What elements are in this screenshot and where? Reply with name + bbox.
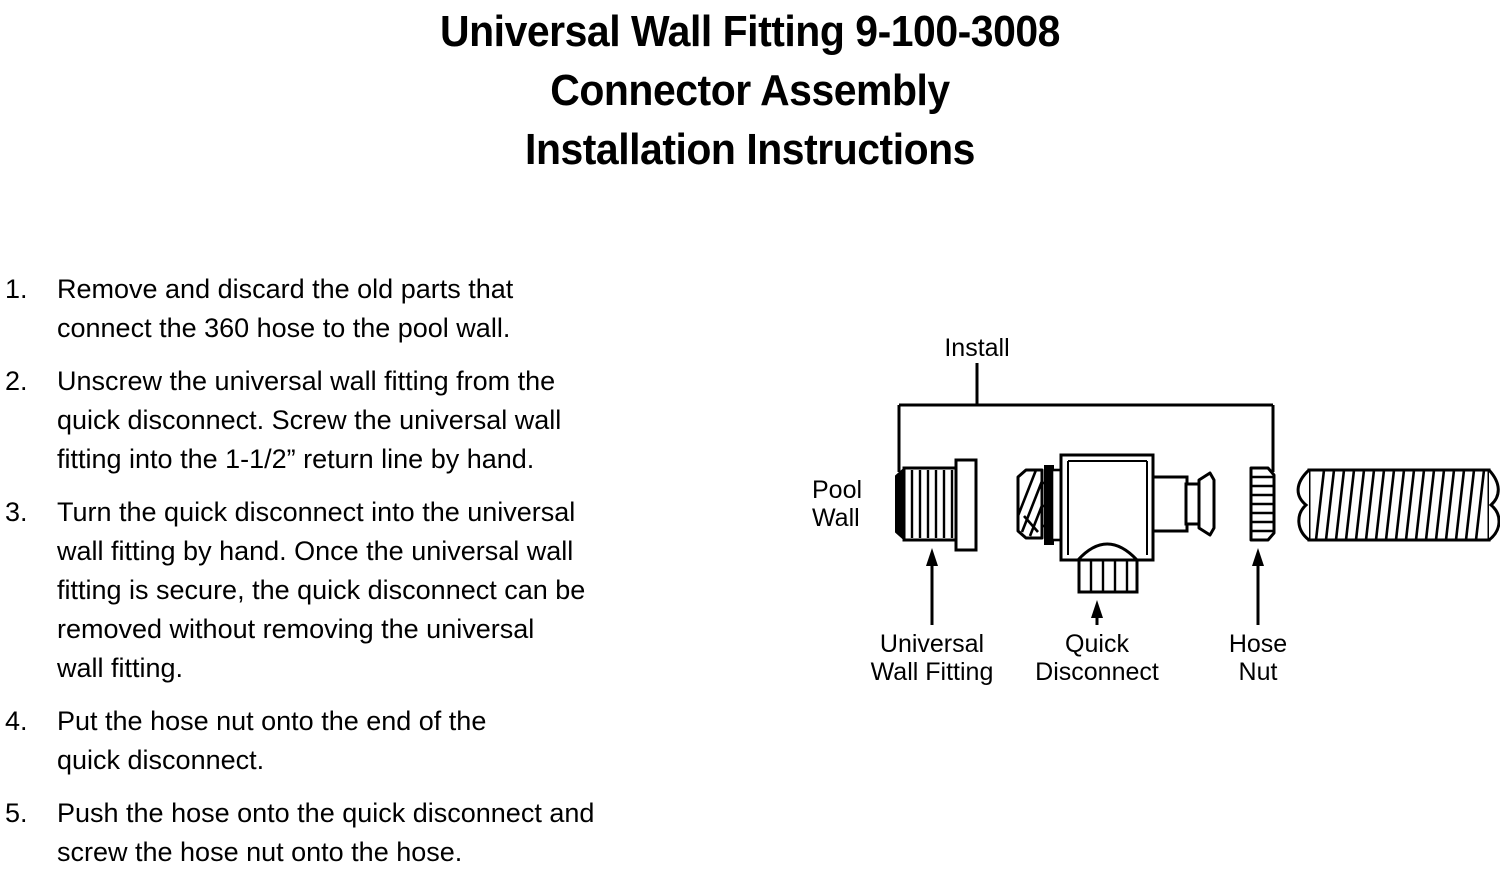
quick-disconnect-part <box>1016 453 1216 594</box>
step-line: connect the 360 hose to the pool wall. <box>57 313 511 343</box>
step-line: quick disconnect. <box>57 745 265 775</box>
page-title-line-3: Installation Instructions <box>525 125 975 174</box>
callout-label-quick-disconnect: Quick Disconnect <box>1035 630 1159 686</box>
step-line: wall fitting. <box>57 653 184 683</box>
install-bracket <box>897 363 1275 472</box>
step-text: Unscrew the universal wall fitting from … <box>57 362 740 479</box>
callout-arrow-quick-disconnect <box>1091 600 1103 625</box>
step-line: Unscrew the universal wall fitting from … <box>57 366 556 396</box>
universal-wall-fitting-part <box>895 458 978 552</box>
step-text: Turn the quick disconnect into the unive… <box>57 493 740 688</box>
list-item: 4. Put the hose nut onto the end of the … <box>0 702 740 780</box>
callout-line-2: Disconnect <box>1035 658 1159 686</box>
hose-part <box>1296 468 1500 542</box>
callout-line-1: Hose <box>1229 630 1287 658</box>
callout-arrow-hose-nut <box>1252 548 1264 625</box>
step-number: 2. <box>5 366 28 396</box>
pool-wall-label-line-2: Wall <box>812 504 860 532</box>
step-line: removed without removing the universal <box>57 614 535 644</box>
step-number: 4. <box>5 706 28 736</box>
step-line: Remove and discard the old parts that <box>57 274 514 304</box>
hose-nut-part <box>1249 466 1276 542</box>
list-item: 1. Remove and discard the old parts that… <box>0 270 740 348</box>
step-text: Push the hose onto the quick disconnect … <box>57 794 740 872</box>
callout-label-universal-wall-fitting: Universal Wall Fitting <box>871 630 994 686</box>
step-text: Remove and discard the old parts that co… <box>57 270 740 348</box>
step-number: 1. <box>5 274 28 304</box>
list-item: 3. Turn the quick disconnect into the un… <box>0 493 740 688</box>
list-item: 5. Push the hose onto the quick disconne… <box>0 794 740 872</box>
step-line: Put the hose nut onto the end of the <box>57 706 487 736</box>
step-line: quick disconnect. Screw the universal wa… <box>57 405 562 435</box>
pool-wall-label-line-1: Pool <box>812 476 862 504</box>
install-bracket-label: Install <box>944 334 1009 362</box>
step-line: wall fitting by hand. Once the universal… <box>57 536 574 566</box>
callout-line-1: Quick <box>1065 630 1129 658</box>
assembly-diagram: Install Pool Wall <box>790 320 1500 700</box>
step-number: 3. <box>5 497 28 527</box>
step-line: Push the hose onto the quick disconnect … <box>57 798 595 828</box>
page-title-line-2: Connector Assembly <box>550 66 950 115</box>
step-line: fitting is secure, the quick disconnect … <box>57 575 586 605</box>
callout-line-2: Wall Fitting <box>871 658 994 686</box>
step-number: 5. <box>5 798 28 828</box>
page-title-line-1: Universal Wall Fitting 9-100-3008 <box>440 7 1060 56</box>
callout-line-1: Universal <box>880 630 984 658</box>
step-text: Put the hose nut onto the end of the qui… <box>57 702 740 780</box>
callout-line-2: Nut <box>1239 658 1278 686</box>
step-line: Turn the quick disconnect into the unive… <box>57 497 576 527</box>
callout-arrow-universal-wall-fitting <box>926 548 938 625</box>
list-item: 2. Unscrew the universal wall fitting fr… <box>0 362 740 479</box>
step-line: screw the hose nut onto the hose. <box>57 837 463 867</box>
step-line: fitting into the 1-1/2” return line by h… <box>57 444 535 474</box>
callout-label-hose-nut: Hose Nut <box>1229 630 1287 686</box>
instruction-list: 1. Remove and discard the old parts that… <box>0 270 740 886</box>
page-title: Universal Wall Fitting 9-100-3008 Connec… <box>0 2 1500 179</box>
